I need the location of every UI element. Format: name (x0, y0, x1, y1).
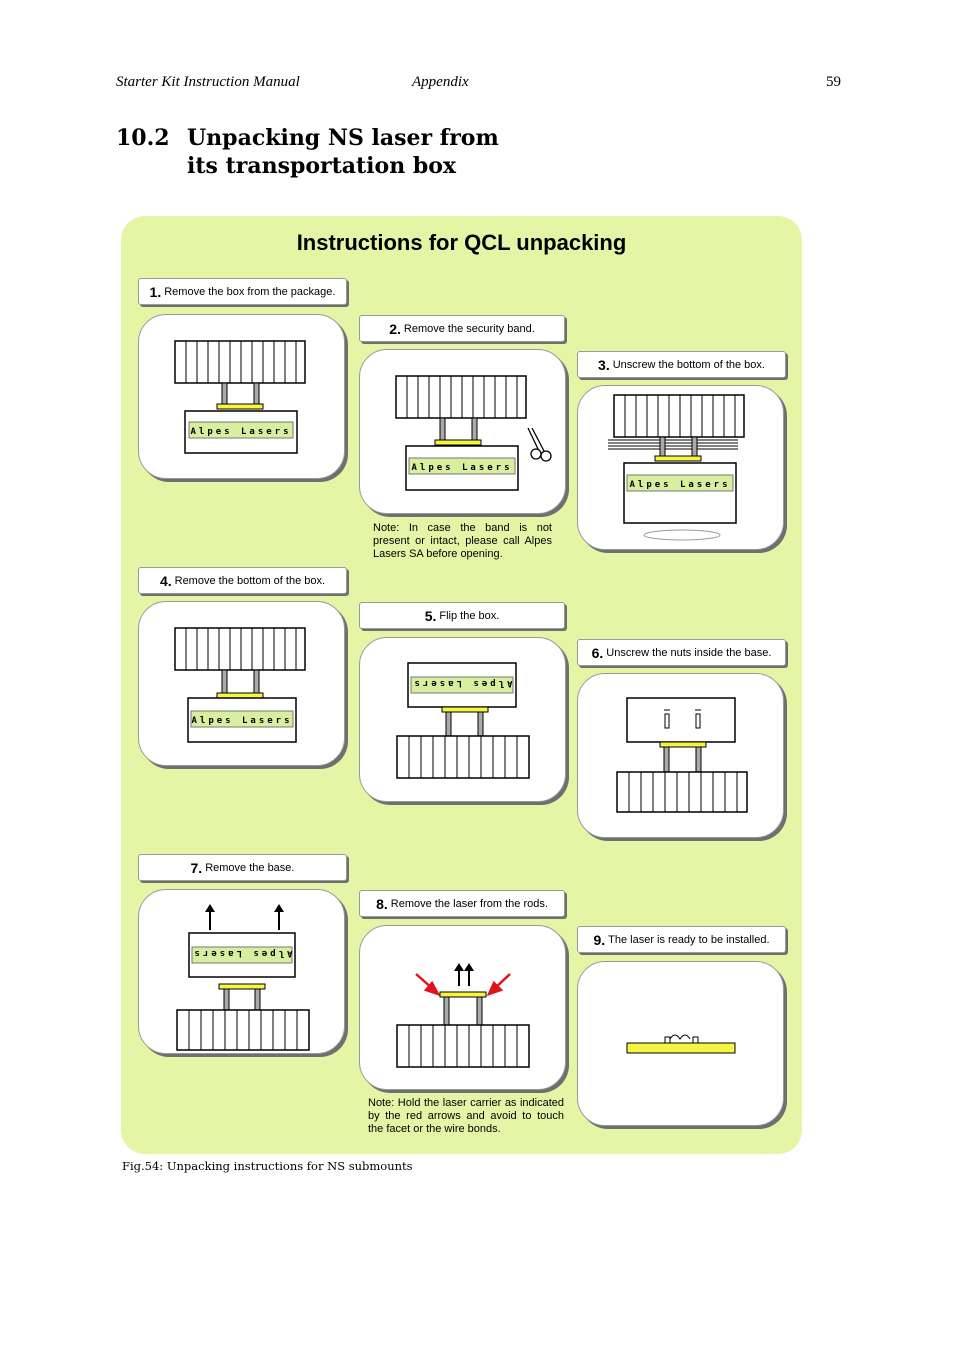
brand-label-flipped: Alpes Lasers (191, 948, 292, 958)
step-5-label: 5.Flip the box. (359, 602, 565, 629)
step-2-label: 2.Remove the security band. (359, 315, 565, 342)
step-9-illustration (577, 961, 784, 1126)
figure-caption: Fig.54: Unpacking instructions for NS su… (122, 1159, 413, 1173)
red-arrow-left (415, 973, 441, 997)
section-heading: 10.2 Unpacking NS laser from its transpor… (116, 124, 499, 180)
step-4-label: 4.Remove the bottom of the box. (138, 567, 347, 594)
section-number: 10.2 (116, 125, 170, 151)
step-8-label: 8.Remove the laser from the rods. (359, 890, 565, 917)
brand-label: Alpes Lasers (190, 427, 291, 437)
step-8-illustration (359, 925, 566, 1090)
rotate-arrow-icon (643, 529, 721, 541)
step-6-illustration (577, 673, 784, 838)
step-4-illustration: Alpes Lasers (138, 601, 345, 766)
instructions-figure: Instructions for QCL unpacking 1.Remove … (121, 216, 802, 1154)
step-2-illustration: Alpes Lasers (359, 349, 566, 514)
figure-title: Instructions for QCL unpacking (296, 230, 627, 255)
manual-title: Starter Kit Instruction Manual (116, 74, 300, 90)
brand-label: Alpes Lasers (191, 716, 292, 726)
step-3-label: 3.Unscrew the bottom of the box. (577, 351, 786, 378)
page-number: 59 (826, 74, 841, 90)
brand-label-flipped: Alpes Lasers (411, 678, 512, 688)
note-step-8: Note: Hold the laser carrier as indicate… (368, 1097, 564, 1135)
step-6-label: 6.Unscrew the nuts inside the base. (577, 639, 786, 666)
section-title-line1: Unpacking NS laser from (187, 125, 499, 151)
step-1-label: 1.Remove the box from the package. (138, 278, 347, 305)
brand-label: Alpes Lasers (629, 480, 730, 490)
step-7-illustration: Alpes Lasers (138, 889, 345, 1054)
section-title-line2: its transportation box (187, 153, 457, 179)
step-9-label: 9.The laser is ready to be installed. (577, 926, 786, 953)
red-arrow-right (486, 973, 511, 997)
step-1-illustration: Alpes Lasers (138, 314, 345, 479)
scissors-icon (527, 427, 552, 462)
step-3-illustration: Alpes Lasers (577, 385, 784, 550)
note-step-2: Note: In case the band is not present or… (373, 522, 552, 560)
step-7-label: 7.Remove the base. (138, 854, 347, 881)
chapter-name: Appendix (412, 74, 469, 90)
brand-label: Alpes Lasers (411, 463, 512, 473)
step-5-illustration: Alpes Lasers (359, 637, 566, 802)
